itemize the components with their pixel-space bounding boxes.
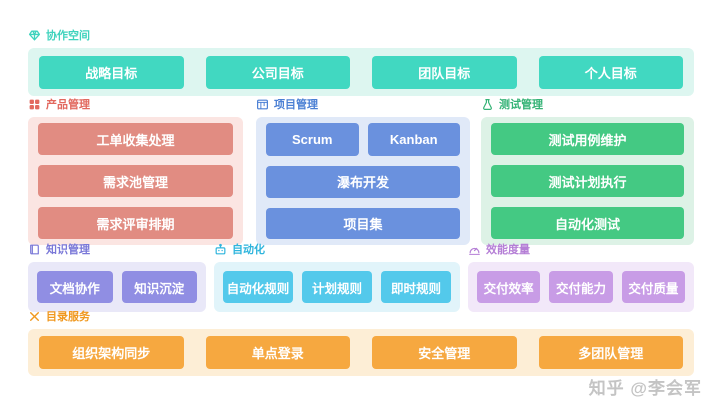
section-title: 知识管理: [46, 244, 90, 256]
product-panel: 工单收集处理 需求池管理 需求评审排期: [28, 117, 243, 245]
project-top-row: Scrum Kanban: [266, 123, 460, 156]
section-title: 协作空间: [46, 30, 90, 42]
section-product: 产品管理 工单收集处理 需求池管理 需求评审排期: [28, 96, 243, 245]
robot-icon: [214, 243, 227, 256]
gem-icon: [28, 29, 41, 42]
kanban-icon: [256, 98, 269, 111]
section-header-product: 产品管理: [28, 96, 243, 112]
section-metrics: 效能度量 交付效率 交付能力 交付质量: [468, 241, 694, 312]
item-button[interactable]: 战略目标: [39, 55, 184, 89]
item-button[interactable]: 文档协作: [37, 271, 113, 303]
automation-panel: 自动化规则 计划规则 即时规则: [214, 262, 460, 312]
item-button[interactable]: 个人目标: [538, 55, 683, 89]
section-automation: 自动化 自动化规则 计划规则 即时规则: [214, 241, 460, 312]
collab-panel: 战略目标 公司目标 团队目标 个人目标: [28, 48, 694, 96]
section-header-test: 测试管理: [481, 96, 694, 112]
project-panel: Scrum Kanban 瀑布开发 项目集: [256, 117, 470, 245]
section-directory: 目录服务 组织架构同步 单点登录 安全管理 多团队管理: [28, 308, 694, 376]
section-header-metrics: 效能度量: [468, 241, 694, 257]
section-test: 测试管理 测试用例维护 测试计划执行 自动化测试: [481, 96, 694, 245]
book-icon: [28, 243, 41, 256]
section-title: 效能度量: [486, 244, 530, 256]
metrics-panel: 交付效率 交付能力 交付质量: [468, 262, 694, 312]
item-button[interactable]: 交付质量: [621, 271, 685, 303]
section-knowledge: 知识管理 文档协作 知识沉淀: [28, 241, 206, 312]
directory-panel: 组织架构同步 单点登录 安全管理 多团队管理: [28, 329, 694, 376]
item-button[interactable]: 团队目标: [372, 55, 517, 89]
section-header-collab: 协作空间: [28, 27, 694, 43]
item-button[interactable]: 多团队管理: [538, 336, 683, 369]
tools-icon: [28, 310, 41, 323]
section-collab: 协作空间 战略目标 公司目标 团队目标 个人目标: [28, 27, 694, 96]
section-header-project: 项目管理: [256, 96, 470, 112]
flask-icon: [481, 98, 494, 111]
item-button[interactable]: 工单收集处理: [38, 123, 233, 155]
test-panel: 测试用例维护 测试计划执行 自动化测试: [481, 117, 694, 245]
item-button[interactable]: 组织架构同步: [39, 336, 184, 369]
item-button[interactable]: 交付能力: [549, 271, 613, 303]
item-button[interactable]: 单点登录: [205, 336, 350, 369]
section-title: 测试管理: [499, 99, 543, 111]
item-button[interactable]: 交付效率: [477, 271, 541, 303]
grid-icon: [28, 98, 41, 111]
item-button[interactable]: 需求评审排期: [38, 207, 233, 239]
section-title: 项目管理: [274, 99, 318, 111]
section-project: 项目管理 Scrum Kanban 瀑布开发 项目集: [256, 96, 470, 245]
item-button[interactable]: 即时规则: [381, 271, 451, 303]
item-button[interactable]: 公司目标: [205, 55, 350, 89]
item-button[interactable]: Kanban: [367, 123, 460, 156]
section-header-automation: 自动化: [214, 241, 460, 257]
item-button[interactable]: 测试计划执行: [491, 165, 684, 197]
section-title: 产品管理: [46, 99, 90, 111]
section-title: 目录服务: [46, 311, 90, 323]
item-button[interactable]: 自动化测试: [491, 207, 684, 239]
item-button[interactable]: 测试用例维护: [491, 123, 684, 155]
section-header-directory: 目录服务: [28, 308, 694, 324]
item-button[interactable]: 知识沉淀: [121, 271, 197, 303]
item-button[interactable]: 项目集: [266, 207, 460, 239]
item-button[interactable]: 瀑布开发: [266, 166, 460, 198]
knowledge-panel: 文档协作 知识沉淀: [28, 262, 206, 312]
item-button[interactable]: Scrum: [266, 123, 359, 156]
section-title: 自动化: [232, 244, 265, 256]
section-header-knowledge: 知识管理: [28, 241, 206, 257]
gauge-icon: [468, 243, 481, 256]
item-button[interactable]: 安全管理: [372, 336, 517, 369]
item-button[interactable]: 计划规则: [302, 271, 372, 303]
item-button[interactable]: 自动化规则: [223, 271, 293, 303]
item-button[interactable]: 需求池管理: [38, 165, 233, 197]
watermark: 知乎 @李会军: [588, 379, 702, 398]
